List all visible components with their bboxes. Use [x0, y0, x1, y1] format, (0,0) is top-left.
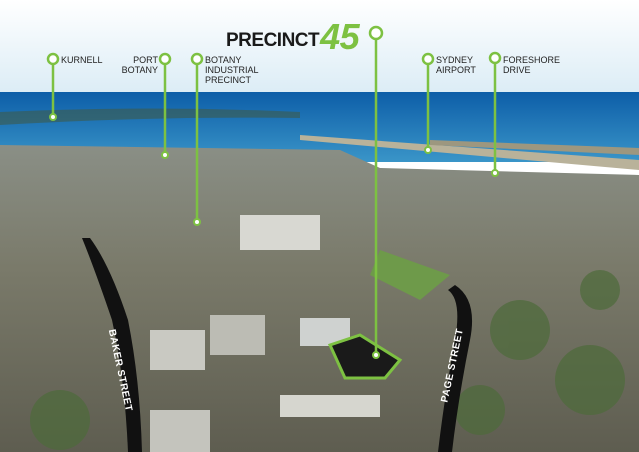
- pin-label-botany-industrial-precinct: BOTANY INDUSTRIAL PRECINCT: [205, 55, 259, 85]
- baker-street-road: [82, 238, 142, 452]
- page-street-road: [438, 285, 473, 452]
- pin-label-kurnell: KURNELL: [61, 55, 103, 65]
- site-outline: [327, 333, 403, 380]
- pin-label-foreshore-drive: FORESHORE DRIVE: [503, 55, 561, 75]
- precinct45-logo: PRECINCT 45: [226, 16, 360, 57]
- logo-number: 45: [320, 16, 360, 57]
- pin-label-port-botany: PORT BOTANY: [121, 55, 158, 75]
- logo-word: PRECINCT: [226, 30, 320, 51]
- pin-label-sydney-airport: SYDNEY AIRPORT: [436, 55, 476, 75]
